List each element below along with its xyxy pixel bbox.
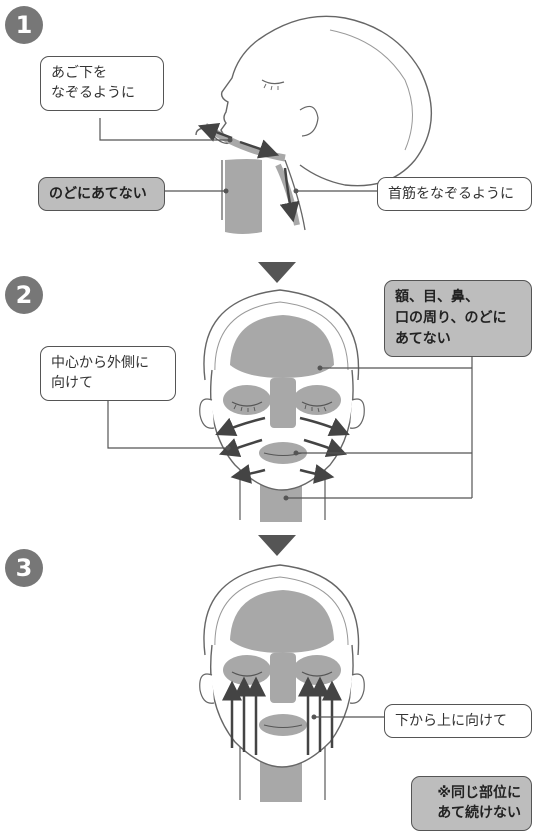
step-3-badge: 3 [5,549,43,587]
front-face-2-illustration [107,289,473,522]
front-face-3-illustration [199,564,385,802]
callout-bottom-up: 下から上に向けて [384,704,532,739]
step-2-badge: 2 [5,276,43,314]
callout-throat: のどにあてない [38,177,165,212]
callout-avoid-line-1: 額、目、鼻、 [395,289,479,305]
step-1-badge: 1 [5,6,43,44]
callout-avoid-line-3: あてない [395,331,451,347]
callout-no-repeat-line-2: あて続けない [437,805,521,822]
callout-center-out-line-1: 中心から外側に [51,355,149,371]
callout-jaw-line-1: あご下を [51,65,107,81]
callout-center-out-line-2: 向けて [51,375,93,392]
callout-avoid-line-2: 口の周り、のどに [395,310,507,326]
callout-throat-text: のどにあてない [49,186,147,202]
callout-jaw-line-2: なぞるように [51,85,135,102]
callout-bottom-up-text: 下から上に向けて [395,713,507,729]
callout-neck-text: 首筋をなぞるように [388,186,514,202]
callout-jaw: あご下を なぞるように [40,56,164,111]
down-arrow-icon [258,535,296,556]
callout-no-repeat-line-1: ※同じ部位に [437,785,521,801]
callout-avoid-areas: 額、目、鼻、 口の周り、のどに あてない [384,280,532,357]
callout-center-out: 中心から外側に 向けて [40,346,176,401]
callout-no-repeat: ※同じ部位に あて続けない [411,776,532,831]
callout-neck: 首筋をなぞるように [377,177,532,212]
profile-head-illustration [99,15,433,234]
down-arrow-icon [258,262,296,283]
